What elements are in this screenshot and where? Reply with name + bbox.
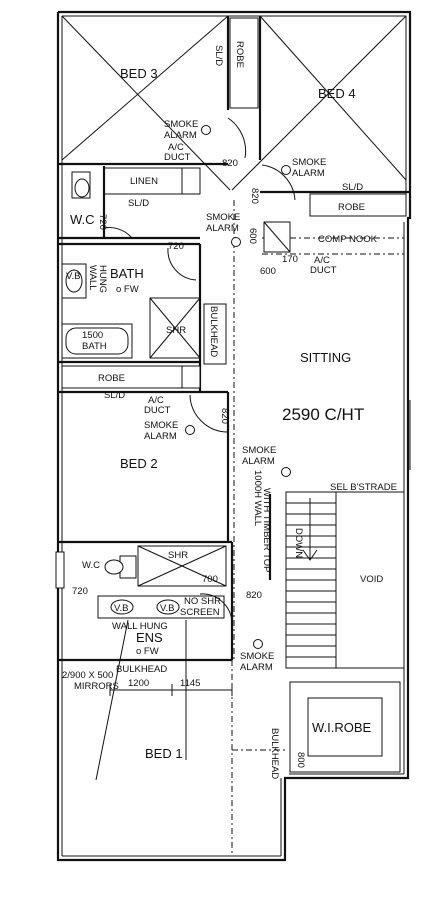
room-void: VOID <box>360 574 383 585</box>
ac-duct-3b: DUCT <box>144 405 171 416</box>
dim-700: 700 <box>202 574 218 585</box>
robe-bed2-label: ROBE <box>98 373 125 384</box>
dim-800: 800 <box>295 752 306 768</box>
dim-1200: 1200 <box>128 678 149 689</box>
room-bath: BATH <box>110 266 144 281</box>
ofw-ens-label: o FW <box>136 646 159 657</box>
vb-ens2-label: V.B <box>160 603 174 614</box>
shower-bath-label: SHR <box>166 325 186 336</box>
smoke-3b: ALARM <box>206 223 239 234</box>
bed2 <box>57 392 232 544</box>
mirrors-note-2: MIRRORS <box>74 681 119 692</box>
ac-duct-3a: A/C <box>148 395 164 406</box>
dim-720-ens-wc: 720 <box>72 586 88 597</box>
bulkhead-ens-label: BULKHEAD <box>116 664 167 675</box>
room-ens: ENS <box>136 630 163 645</box>
ac-duct-2b: DUCT <box>310 265 337 276</box>
smoke-2a: SMOKE <box>292 157 326 168</box>
linen-wc <box>58 166 201 240</box>
shower-ens-label: SHR <box>168 550 188 561</box>
smoke-2b: ALARM <box>292 168 325 179</box>
top-bedrooms <box>58 15 410 217</box>
ac-duct-1a: A/C <box>168 142 184 153</box>
room-bed4: BED 4 <box>318 86 356 101</box>
sliding-door-bed3: SL/D <box>213 45 224 66</box>
dim-600-horizontal: 600 <box>260 266 276 277</box>
robe-bed4-label: ROBE <box>338 202 365 213</box>
wall-note-2: WITH TIMBER TOP <box>261 488 272 572</box>
stair-down-label: DOWN <box>293 528 304 558</box>
bed1 <box>109 660 285 856</box>
dim-820-bed2-door: 820 <box>219 408 230 424</box>
bath <box>58 242 227 392</box>
room-bed3: BED 3 <box>120 66 158 81</box>
ac-duct-1b: DUCT <box>164 152 191 163</box>
dim-170: 170 <box>282 254 298 265</box>
comp-nook-label: COMP NOOK <box>318 234 378 245</box>
balustrade-note: SEL B'STRADE <box>330 482 397 493</box>
outer-walls <box>56 10 412 862</box>
sitting-stair <box>233 200 404 773</box>
mirrors-note-1: 2/900 X 500 <box>62 670 113 681</box>
smoke-4a: SMOKE <box>144 420 178 431</box>
smoke-6b: ALARM <box>240 662 273 673</box>
smoke-5b: ALARM <box>242 456 275 467</box>
bath-word-label: BATH <box>82 341 107 352</box>
room-wirobe: W.I.ROBE <box>312 720 372 735</box>
screen-label: SCREEN <box>180 607 220 618</box>
no-shower-label: NO SHR <box>184 596 221 607</box>
smoke-alarms <box>185 125 291 649</box>
smoke-1a: SMOKE <box>164 119 198 130</box>
wall-note-1: 1000H WALL <box>252 470 263 526</box>
hung-label: HUNG <box>97 265 108 293</box>
smoke-4b: ALARM <box>144 431 177 442</box>
room-bed2: BED 2 <box>120 456 158 471</box>
dim-1145: 1145 <box>180 678 200 689</box>
smoke-6a: SMOKE <box>240 651 274 662</box>
sliding-door-bed2: SL/D <box>104 390 125 401</box>
ac-duct-2a: A/C <box>314 255 330 266</box>
dim-720-wc: 720 <box>97 214 108 230</box>
ensuite <box>55 542 234 781</box>
robe-bed3-label: ROBE <box>234 41 245 68</box>
vb-ens1-label: V.B <box>114 603 128 614</box>
ofw-bath-label: o FW <box>116 284 139 295</box>
linen-label: LINEN <box>130 176 158 187</box>
dim-820-ens: 820 <box>246 590 262 601</box>
room-wc-ens: W.C <box>82 560 100 571</box>
smoke-1b: ALARM <box>164 130 197 141</box>
bath-size-label: 1500 <box>82 330 103 341</box>
sliding-door-bed4: SL/D <box>342 182 363 193</box>
room-bed1: BED 1 <box>145 746 183 761</box>
smoke-5a: SMOKE <box>242 445 276 456</box>
wall-hung-label: WALL <box>87 265 98 291</box>
ceiling-height: 2590 C/HT <box>282 405 364 424</box>
vb-bath-label: V.B <box>66 271 80 282</box>
bulkhead-bed1-label: BULKHEAD <box>269 728 280 779</box>
bed2-robe <box>58 365 229 433</box>
wall-hung-ens-label: WALL HUNG <box>112 621 168 632</box>
room-wc-top: W.C <box>70 212 95 227</box>
dim-820-bed3-door: 820 <box>222 158 238 169</box>
sliding-door-linen: SL/D <box>128 198 149 209</box>
dim-720-bath: 720 <box>168 241 184 252</box>
room-sitting: SITTING <box>300 350 351 365</box>
dim-600-vertical: 600 <box>247 228 258 244</box>
bulkhead-vertical-label: BULKHEAD <box>208 306 219 357</box>
smoke-3a: SMOKE <box>206 212 240 223</box>
dim-820-bed4-door: 820 <box>249 188 260 204</box>
